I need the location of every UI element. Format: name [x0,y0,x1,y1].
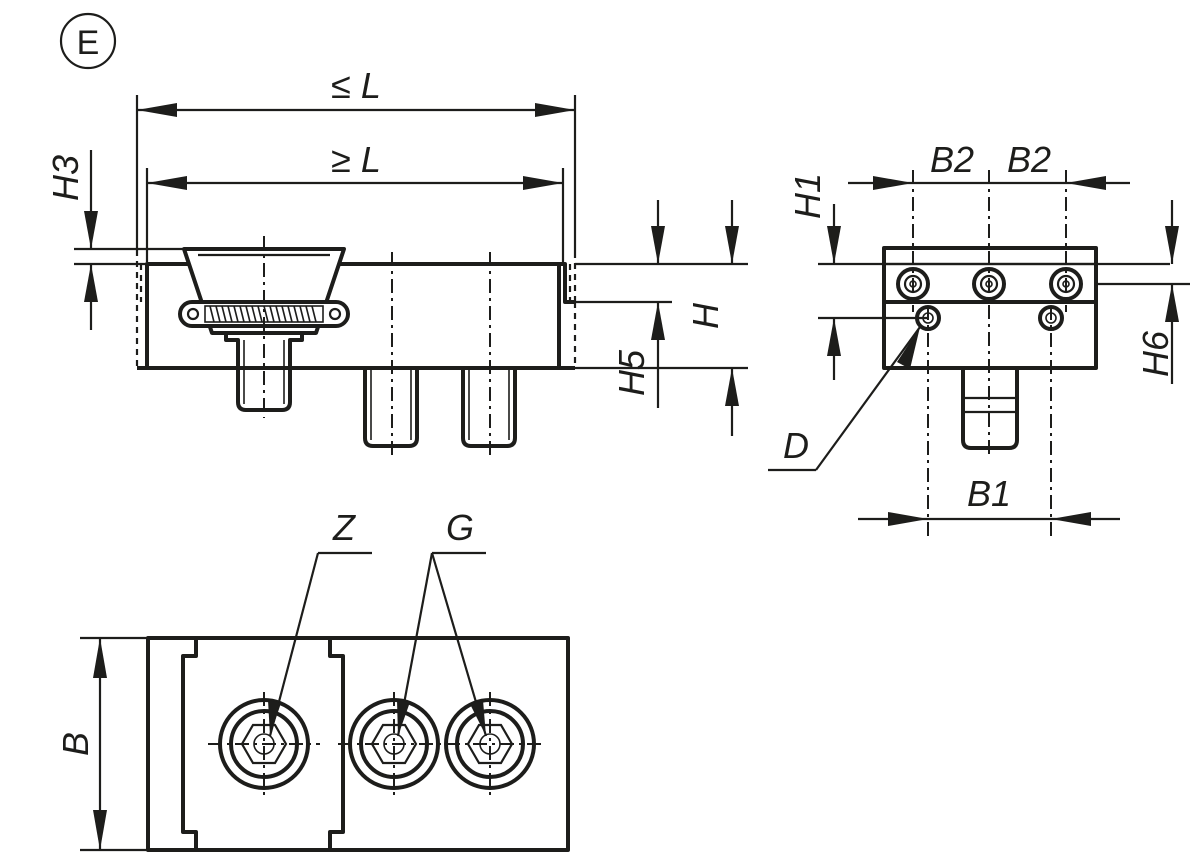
side-view [882,170,1098,536]
dim-h6: H6 [1135,330,1176,377]
dim-d: D [783,425,809,466]
dim-b1: B1 [967,473,1011,514]
label-g: G [446,507,474,548]
top-dimensions: B Z G [55,507,488,852]
front-dimensions: ≤ L ≥ L H3 H5 H [45,65,748,436]
front-body [145,262,561,370]
dim-b: B [55,732,96,756]
side-dimensions: B2 B2 H1 H6 B1 D [768,139,1190,526]
dim-b2-right: B2 [1007,139,1051,180]
label-z: Z [332,507,356,548]
view-marker: E [59,12,117,70]
top-view [146,636,570,852]
front-view [135,236,577,458]
clamp-plate [181,638,198,850]
view-marker-letter: E [77,24,100,62]
dim-min-length: ≥ L [331,139,381,180]
dim-h: H [685,302,726,329]
knurl-texture [204,305,324,323]
dim-h5: H5 [611,349,652,396]
top-body [146,636,570,852]
dim-max-length: ≤ L [331,65,381,106]
dim-h3: H3 [45,155,86,201]
dim-b2-left: B2 [930,139,974,180]
dim-h1: H1 [787,173,828,219]
